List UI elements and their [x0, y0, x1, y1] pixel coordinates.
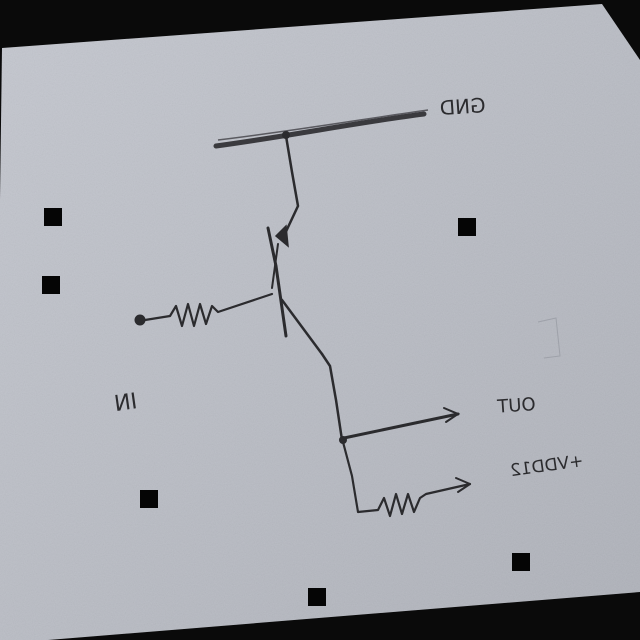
paper-sheet: [0, 4, 640, 640]
base-resistor: [134, 292, 274, 328]
output-label: OUT: [496, 394, 537, 418]
pullup-resistor: [341, 440, 472, 518]
npn-transistor-symbol: [266, 226, 324, 356]
output-label-group: OUT: [496, 394, 537, 418]
out-arrow: [342, 407, 461, 440]
gnd-label: GND: [439, 93, 486, 120]
faint-mark: [537, 317, 561, 359]
input-label: IN: [113, 389, 139, 417]
emitter-wire: [274, 134, 300, 248]
redaction-squares: [42, 208, 530, 606]
input-label-group: IN: [113, 389, 139, 417]
gnd-label-group: GND: [439, 93, 486, 120]
